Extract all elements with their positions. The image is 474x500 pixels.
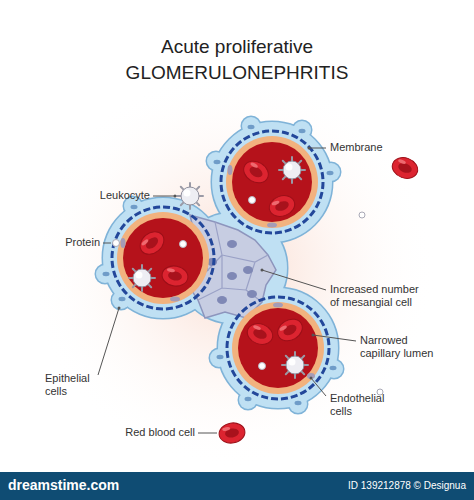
endothelial-nucleus: [170, 297, 180, 302]
protein-dot: [359, 212, 365, 218]
leukocyte: [279, 157, 305, 183]
leader-dot: [308, 147, 311, 150]
leader-dot: [118, 307, 121, 310]
leader-line: [198, 433, 217, 434]
background-glow: [27, 68, 437, 468]
red-blood-cell: [136, 227, 169, 259]
leader-dot: [174, 195, 177, 198]
leukocyte: [129, 265, 155, 291]
image-id: ID 139212878 © Designua: [270, 480, 466, 492]
leader-line: [153, 196, 175, 197]
leader-line: [103, 243, 111, 244]
rbc-label: Red blood cell: [105, 426, 195, 439]
endothelial-nucleus: [273, 303, 283, 308]
endothelial-nucleus: [121, 238, 126, 248]
protein-dot: [249, 197, 256, 204]
leader-line: [262, 270, 326, 290]
red-blood-cell: [389, 154, 420, 182]
epithelial-label: Epithelial cells: [45, 372, 107, 398]
red-blood-cell: [266, 192, 297, 220]
diagram-title: Acute proliferative GLOMERULONEPHRITIS: [117, 34, 357, 85]
protein-dot: [113, 240, 120, 247]
red-blood-cell: [217, 421, 246, 445]
capillary-lumen: [238, 308, 318, 388]
epithelial-nuclei: [103, 125, 337, 405]
capillary-lumen: [123, 218, 203, 298]
protein-dot: [259, 363, 266, 370]
capillary-lumen: [232, 142, 312, 222]
basement-membrane: [221, 131, 323, 233]
red-blood-cell: [160, 264, 189, 288]
basement-membrane: [112, 207, 214, 309]
leukocyte: [177, 183, 203, 209]
lumen-label: Narrowed capillary lumen: [360, 334, 444, 360]
epithelial-layer-outline: [96, 117, 343, 413]
leukocyte: [282, 352, 308, 378]
endothelium: [117, 212, 209, 304]
red-blood-cell: [274, 315, 307, 345]
leader-line: [98, 308, 119, 375]
endothelial-nucleus: [267, 223, 277, 228]
capillary-loop: [112, 207, 214, 309]
leader-dot: [261, 269, 264, 272]
mesangial-label: Increased number of mesangial cell: [330, 283, 425, 309]
red-blood-cell: [240, 157, 273, 187]
protein-label: Protein: [40, 236, 100, 249]
endothelial-nucleus: [307, 373, 315, 379]
red-blood-cell: [244, 320, 275, 348]
membrane-label: Membrane: [330, 141, 400, 154]
watermark: dreamstime.com: [8, 477, 188, 494]
endothelium: [232, 302, 324, 394]
leader-line: [311, 378, 326, 396]
epithelial-layer: [96, 117, 343, 413]
leader-line: [313, 335, 356, 341]
endothelium: [226, 136, 318, 228]
leader-dot: [312, 334, 315, 337]
endothelial-nucleus: [228, 165, 233, 175]
basement-membrane: [227, 297, 329, 399]
leader-line: [309, 148, 326, 149]
capillary-loop: [221, 131, 323, 233]
leader-dot: [310, 377, 313, 380]
capillary-loop: [227, 297, 329, 399]
protein-dot: [180, 241, 187, 248]
footer-bar: [0, 472, 474, 500]
endothelial-label: Endothelial cells: [330, 392, 402, 418]
leukocyte-label: Leukocyte: [80, 189, 150, 202]
